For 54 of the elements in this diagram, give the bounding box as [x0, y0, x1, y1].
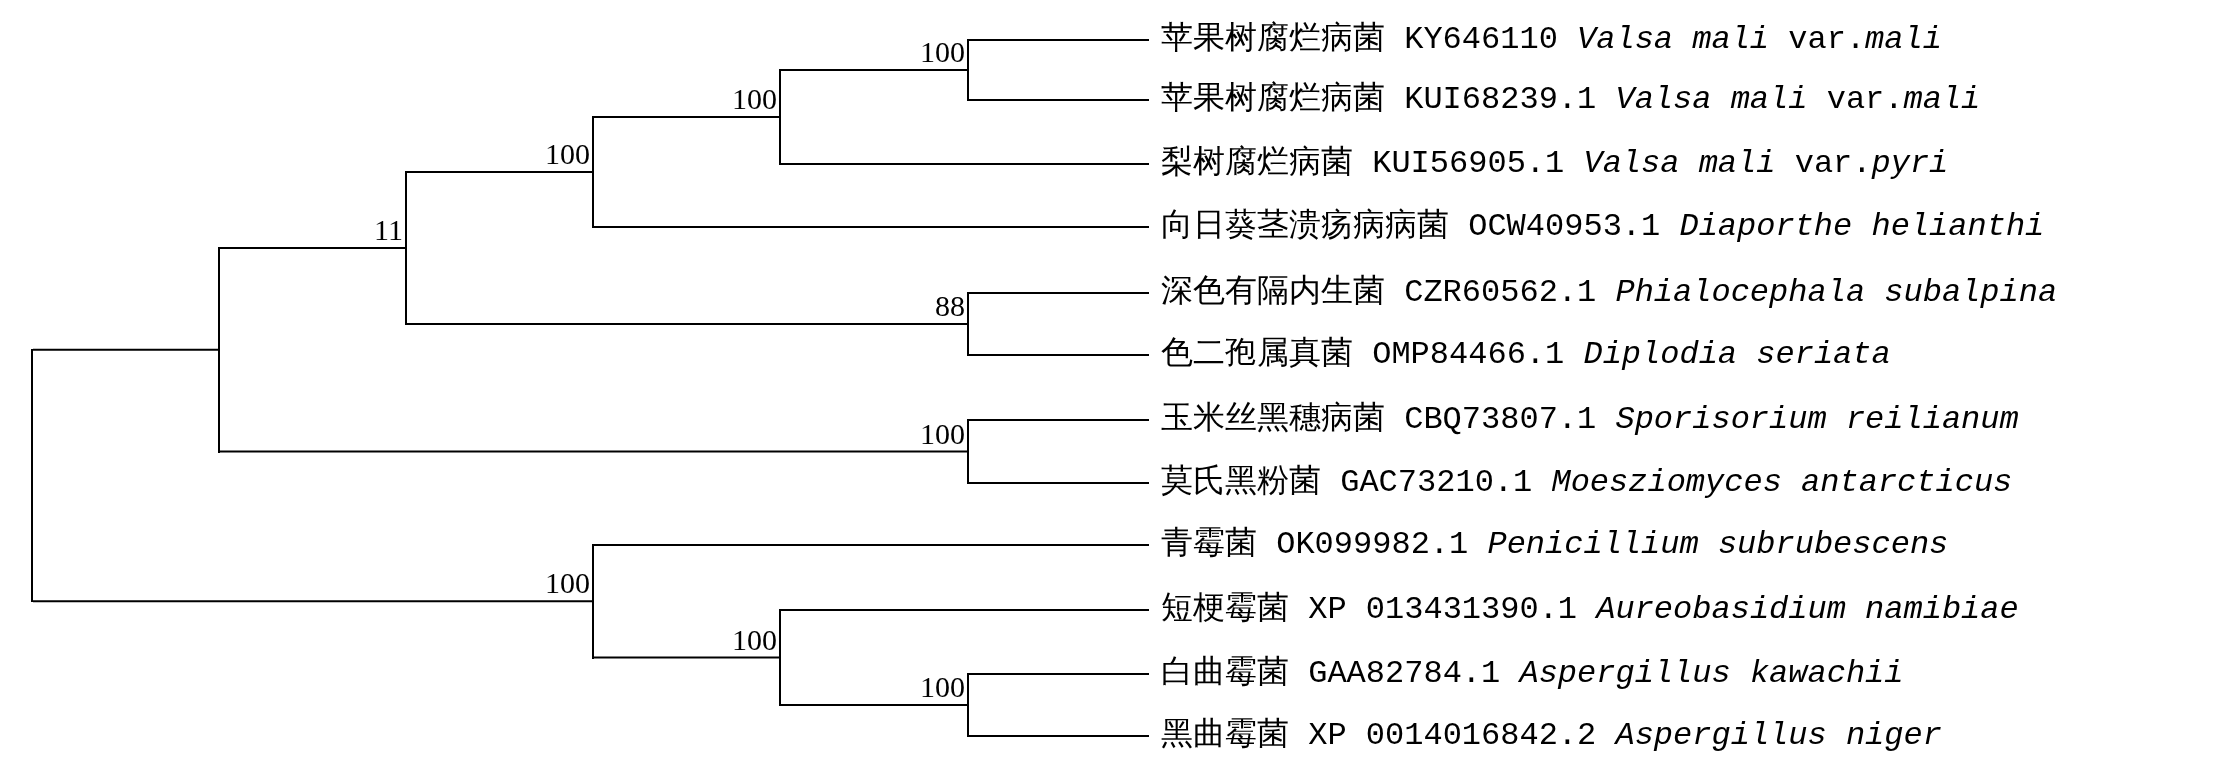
bootstrap-value: 100 [920, 672, 965, 702]
branch-line [593, 116, 780, 118]
branch-junction-line [218, 247, 220, 453]
branch-junction-line [967, 673, 969, 737]
branch-line [219, 247, 406, 249]
branch-line [32, 348, 219, 351]
branch-line [968, 419, 1150, 421]
branch-line [968, 354, 1150, 356]
branch-line [219, 450, 968, 453]
branch-junction-line [967, 39, 969, 101]
bootstrap-value: 100 [732, 624, 777, 655]
taxon-label: 色二孢属真菌 OMP84466.1 Diplodia seriata [1149, 335, 1891, 375]
bootstrap-value: 88 [935, 291, 965, 321]
taxon-label: 短梗霉菌 XP 013431390.1 Aureobasidium namibiae [1149, 590, 2019, 630]
branch-junction-line [779, 609, 781, 706]
branch-line [968, 673, 1150, 675]
taxon-label: 莫氏黑粉菌 GAC73210.1 Moesziomyces antarcticus [1149, 463, 2013, 503]
taxon-label: 苹果树腐烂病菌 KY646110 Valsa mali var.mali [1149, 20, 1942, 60]
taxon-label: 玉米丝黑穗病菌 CBQ73807.1 Sporisorium reilianum [1149, 400, 2019, 440]
branch-line [593, 544, 1150, 546]
bootstrap-value: 100 [920, 418, 965, 449]
branch-junction-line [967, 292, 969, 356]
branch-line [593, 226, 1150, 228]
branch-line [968, 292, 1150, 294]
branch-line [780, 163, 1150, 165]
branch-line [968, 99, 1150, 101]
taxon-label: 深色有隔内生菌 CZR60562.1 Phialocephala subalpina [1149, 273, 2058, 313]
branch-line [32, 600, 593, 603]
bootstrap-value: 100 [732, 84, 777, 114]
branch-line [780, 69, 968, 71]
bootstrap-value: 100 [545, 139, 590, 169]
taxon-label: 苹果树腐烂病菌 KUI68239.1 Valsa mali var.mali [1149, 80, 1981, 120]
branch-line [968, 482, 1150, 484]
branch-line [406, 323, 968, 325]
bootstrap-value: 11 [374, 215, 403, 245]
branch-junction-line [967, 419, 969, 484]
branch-line [780, 704, 968, 706]
bootstrap-value: 100 [545, 568, 590, 599]
branch-line [968, 39, 1150, 41]
branch-junction-line [592, 116, 594, 228]
branch-junction-line [31, 348, 33, 603]
taxon-label: 白曲霉菌 GAA82784.1 Aspergillus kawachii [1149, 654, 1904, 694]
taxon-label: 青霉菌 OK099982.1 Penicillium subrubescens [1149, 525, 1949, 565]
branch-junction-line [592, 544, 594, 659]
branch-junction-line [405, 171, 407, 325]
taxon-label: 梨树腐烂病菌 KUI56905.1 Valsa mali var.pyri [1149, 144, 1949, 184]
branch-line [780, 609, 1150, 611]
taxon-label: 向日葵茎溃疡病病菌 OCW40953.1 Diaporthe helianthi [1149, 207, 2045, 247]
taxon-label: 黑曲霉菌 XP 0014016842.2 Aspergillus niger [1149, 716, 1942, 756]
branch-junction-line [779, 69, 781, 165]
branch-line [593, 656, 780, 659]
branch-line [968, 735, 1150, 737]
branch-line [406, 171, 593, 173]
bootstrap-value: 100 [920, 37, 965, 67]
